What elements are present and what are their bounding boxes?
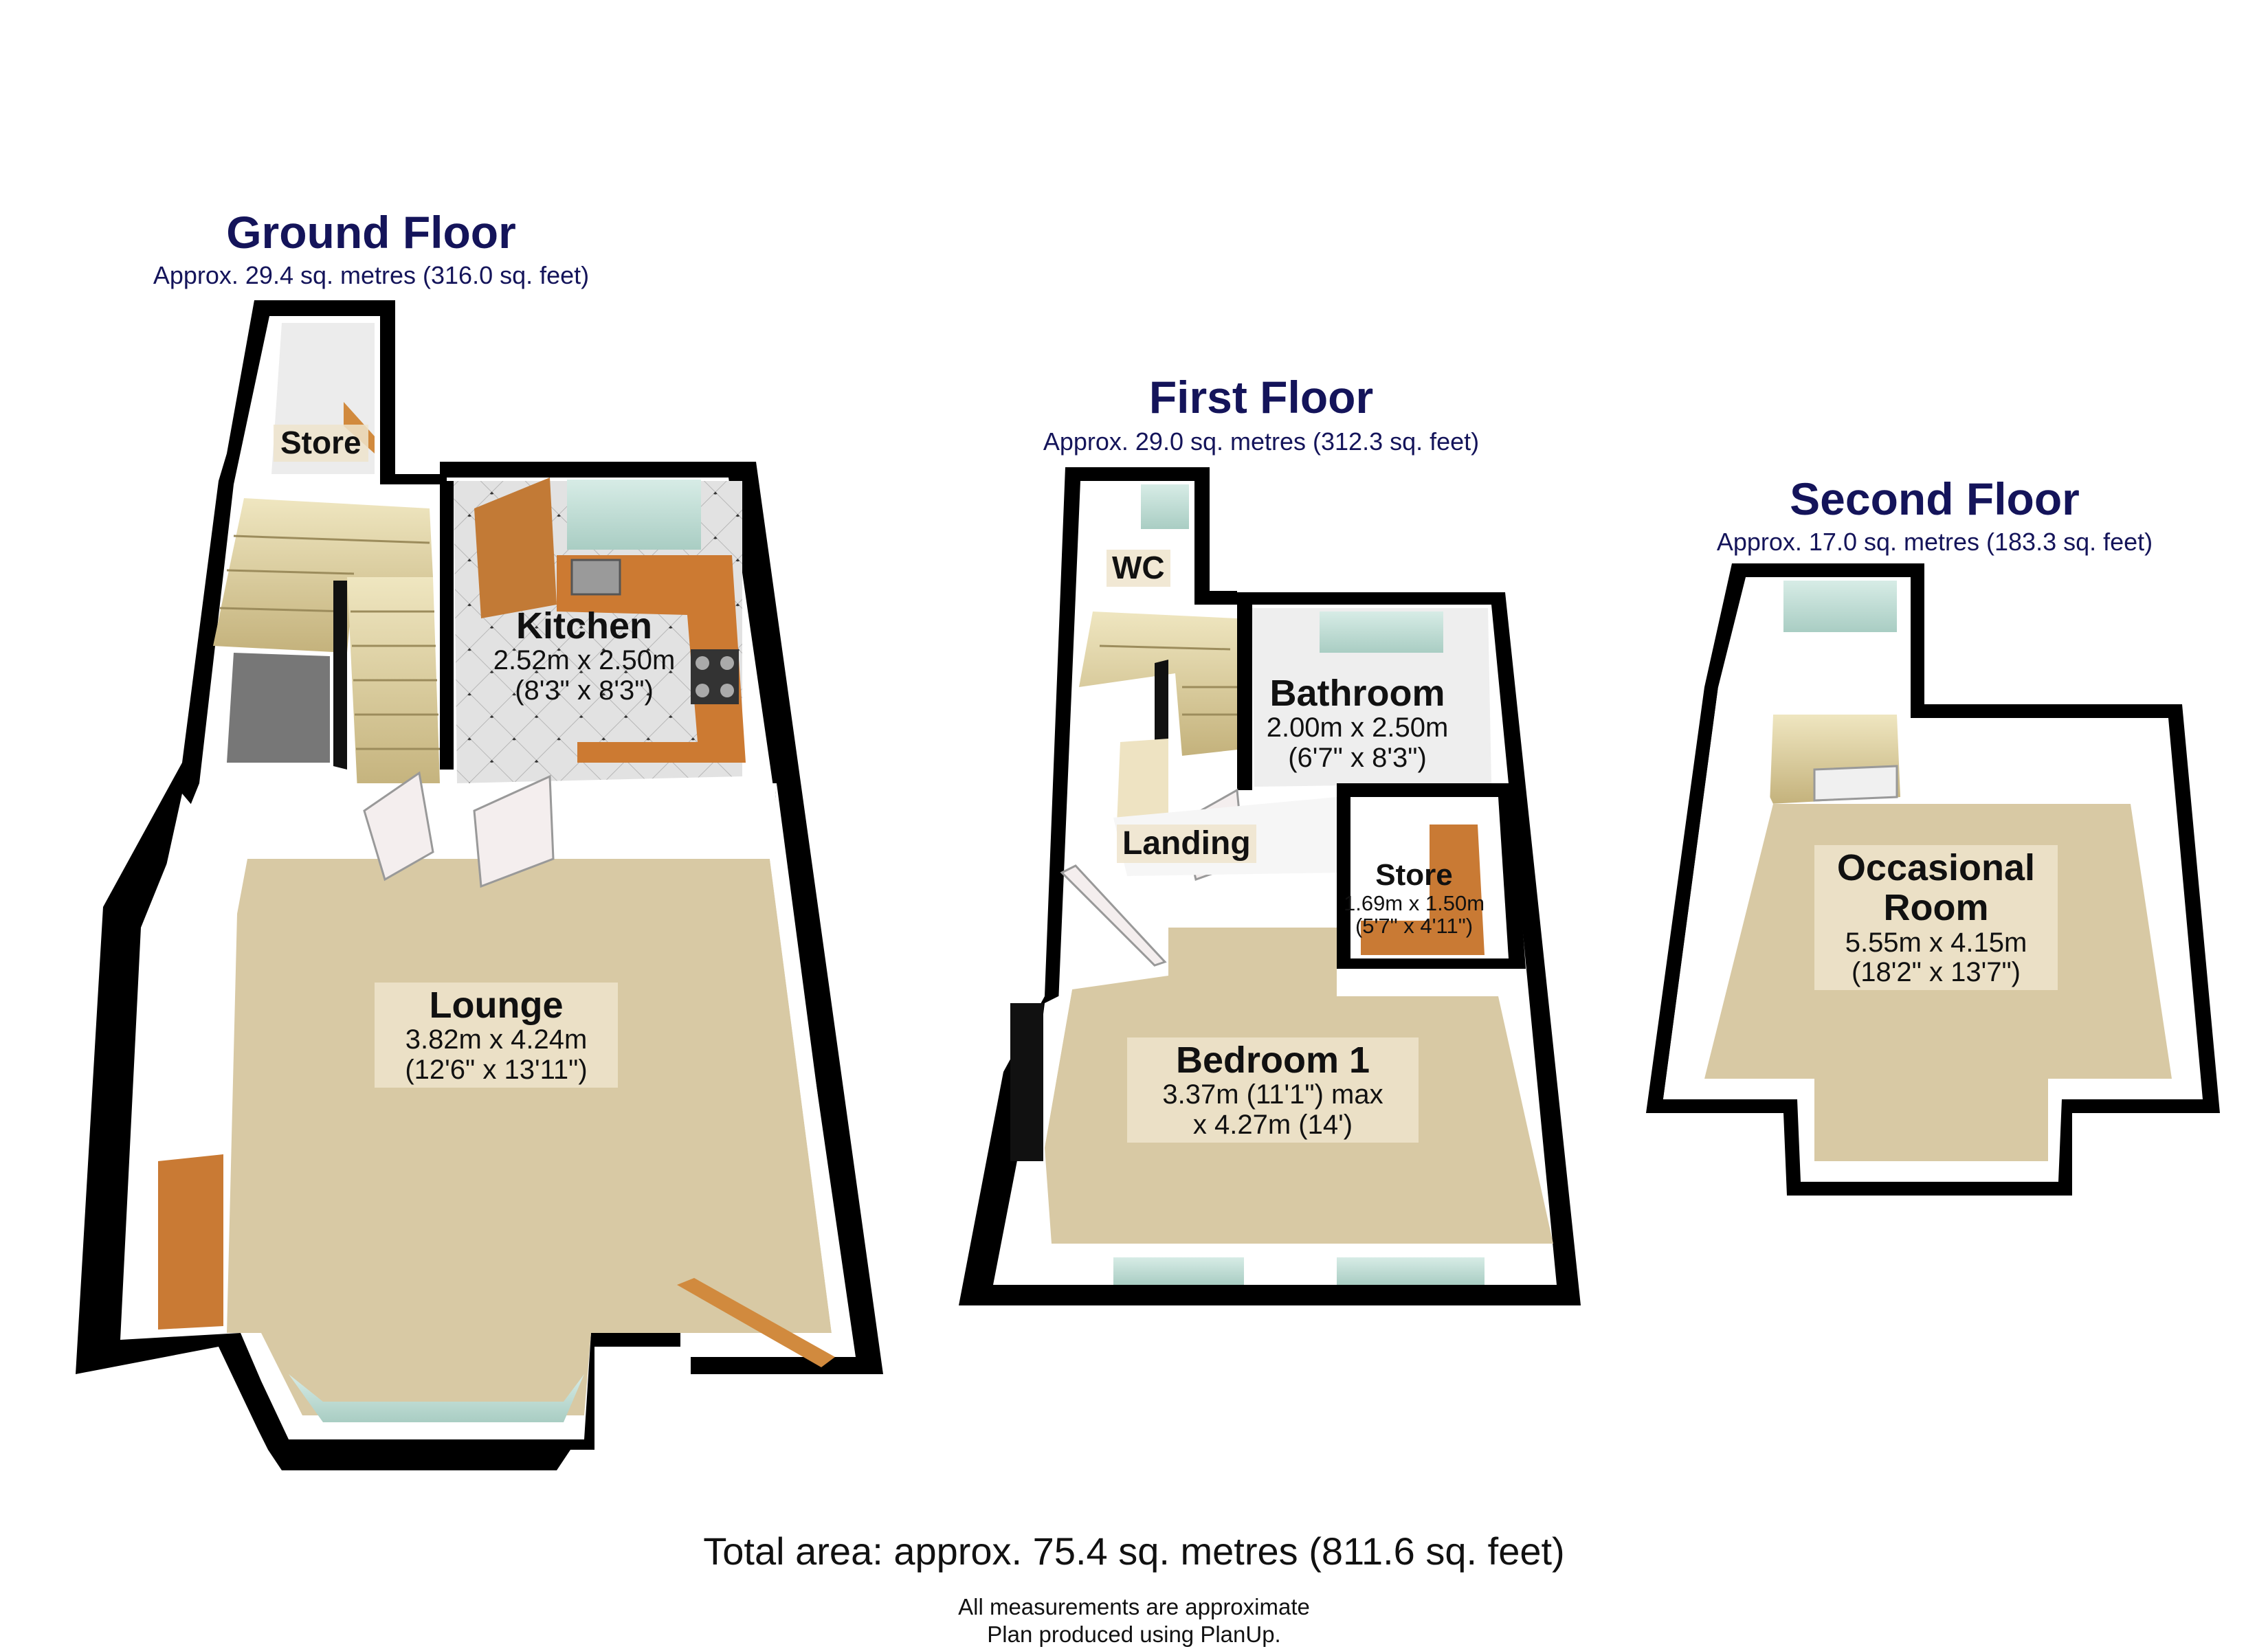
landing-door-bedroom: [1060, 864, 1167, 967]
ground-stairs-flight: [347, 577, 440, 790]
occasional-room-name-line2: Room: [1883, 887, 1989, 929]
wc-label: WC: [1107, 550, 1170, 587]
lounge-bay-window: [289, 1374, 584, 1422]
kitchen-worktop: [557, 555, 746, 763]
first-store-label: Store 1.69m x 1.50m (5'7" x 4'11"): [1326, 859, 1502, 937]
occasional-room-imperial: (18'2" x 13'7"): [1851, 956, 2021, 987]
lounge-cupboard: [158, 1154, 223, 1330]
ground-store-name: Store: [280, 425, 362, 460]
bathroom-name: Bathroom: [1269, 673, 1445, 714]
second-floor-banister: [1813, 765, 1898, 802]
lounge-name: Lounge: [429, 985, 564, 1026]
bedroom1-label: Bedroom 1 3.37m (11'1") max x 4.27m (14'…: [1127, 1037, 1419, 1143]
occasional-room-name-line1: Occasional: [1836, 847, 2036, 888]
kitchen-label: Kitchen 2.52m x 2.50m (8'3" x 8'3"): [474, 606, 694, 706]
kitchen-metric: 2.52m x 2.50m: [493, 645, 676, 676]
kitchen-sink: [570, 559, 621, 596]
measurements-note: All measurements are approximate: [958, 1594, 1310, 1619]
lounge-label: Lounge 3.82m x 4.24m (12'6" x 13'11"): [375, 983, 618, 1088]
bedroom1-window-right: [1337, 1257, 1485, 1285]
ground-store-label: Store: [274, 425, 368, 462]
wc-name: WC: [1112, 550, 1165, 585]
second-floor-area: Approx. 17.0 sq. metres (183.3 sq. feet): [1716, 528, 2153, 556]
bathroom-imperial: (6'7" x 8'3"): [1288, 742, 1427, 773]
first-stair-lower: [1117, 739, 1168, 824]
landing-label: Landing: [1117, 824, 1256, 863]
bathroom-window: [1320, 612, 1443, 653]
occasional-room-left-wall-face: [1663, 687, 1773, 1099]
lounge-metric: 3.82m x 4.24m: [405, 1024, 588, 1055]
ground-floor-area: Approx. 29.4 sq. metres (316.0 sq. feet): [153, 261, 590, 289]
kitchen-inner-wall: [440, 481, 454, 770]
ground-floor-title: Ground Floor: [226, 207, 516, 258]
lounge-front-door: [677, 1278, 835, 1367]
first-floor-area: Approx. 29.0 sq. metres (312.3 sq. feet): [1043, 427, 1480, 456]
occasional-room-label: Occasional Room 5.55m x 4.15m (18'2" x 1…: [1814, 845, 2058, 990]
ground-cupboard-under-stairs: [227, 653, 330, 763]
kitchen-back-door: [474, 478, 557, 618]
first-store-imperial: (5'7" x 4'11"): [1355, 913, 1474, 938]
kitchen-name: Kitchen: [515, 605, 653, 647]
bedroom1-window-left: [1113, 1257, 1244, 1285]
bedroom1-line2: x 4.27m (14'): [1192, 1109, 1353, 1140]
lounge-door-left: [363, 771, 434, 882]
bedroom1-line1: 3.37m (11'1") max: [1162, 1079, 1383, 1110]
kitchen-hob: [691, 649, 739, 704]
kitchen-imperial: (8'3" x 8'3"): [515, 675, 654, 706]
ground-floor-plan: [76, 300, 883, 1470]
wc-window: [1141, 484, 1189, 529]
first-store-name: Store: [1375, 858, 1453, 892]
kitchen-window: [567, 480, 701, 550]
first-stair-treads: [1099, 644, 1243, 716]
bedroom1-chimney-breast: [1010, 1003, 1043, 1161]
planup-note: Plan produced using PlanUp.: [987, 1622, 1281, 1647]
bathroom-label: Bathroom 2.00m x 2.50m (6'7" x 8'3"): [1244, 673, 1471, 773]
ground-stair-wall: [333, 581, 347, 770]
bathroom-metric: 2.00m x 2.50m: [1266, 713, 1449, 743]
landing-name: Landing: [1122, 825, 1251, 862]
first-store-metric: 1.69m x 1.50m: [1343, 890, 1485, 915]
lounge-carpet: [227, 859, 832, 1415]
first-floor-title: First Floor: [1148, 372, 1374, 423]
second-floor-title: Second Floor: [1790, 473, 2080, 524]
lounge-door-kitchen: [473, 774, 555, 888]
second-floor-window-top: [1783, 581, 1897, 632]
bedroom1-name: Bedroom 1: [1175, 1040, 1370, 1081]
lounge-imperial: (12'6" x 13'11"): [405, 1054, 588, 1085]
ground-stair-treads: [219, 535, 440, 750]
lounge-right-wall-face: [770, 783, 852, 1357]
total-area: Total area: approx. 75.4 sq. metres (811…: [703, 1529, 1565, 1573]
occasional-room-metric: 5.55m x 4.15m: [1845, 927, 2027, 958]
first-store-cupboard: [1361, 824, 1485, 955]
bathroom-wall: [1237, 592, 1252, 790]
